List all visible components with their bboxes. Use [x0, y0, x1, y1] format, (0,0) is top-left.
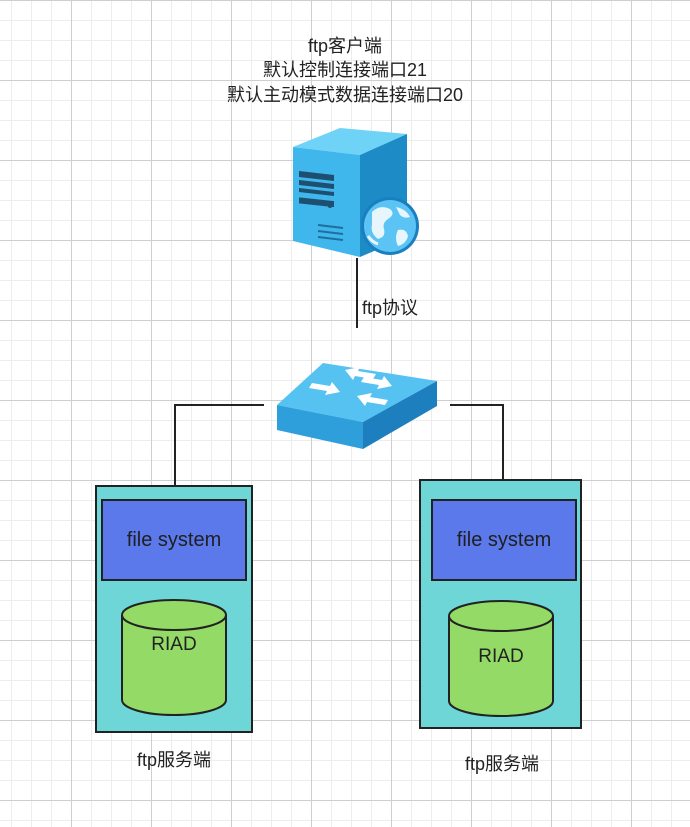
switch-server-left-link — [174, 404, 264, 500]
client-title: ftp客户端 — [307, 36, 382, 56]
server-caption-right: ftp服务端 — [464, 754, 539, 774]
switch-server-right-link — [450, 404, 504, 500]
client-control-port: 默认控制连接端口21 — [262, 60, 428, 80]
database-cylinder-icon — [448, 600, 554, 717]
database-cylinder-icon — [121, 599, 227, 716]
client-data-port: 默认主动模式数据连接端口20 — [226, 85, 464, 105]
server-right — [419, 479, 582, 729]
storage-label-right: RIAD — [478, 646, 524, 667]
file-system-label-right: file system — [456, 529, 552, 551]
network-switch-icon — [277, 363, 437, 449]
file-system-label-left: file system — [126, 529, 222, 551]
storage-label-left: RIAD — [151, 634, 197, 655]
server-caption-left: ftp服务端 — [136, 750, 211, 770]
server-left — [95, 485, 253, 733]
protocol-label: ftp协议 — [362, 298, 419, 318]
globe-icon — [361, 197, 419, 255]
